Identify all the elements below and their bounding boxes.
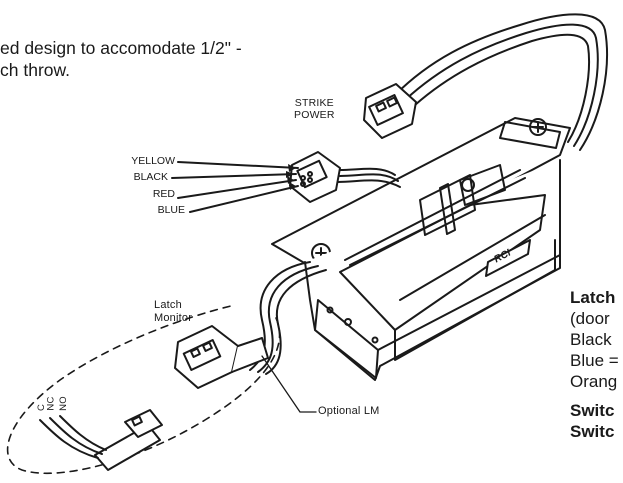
- optional-lm-outline: [6, 304, 281, 475]
- wire-red: [177, 179, 297, 199]
- switch-line-1: Switc: [570, 401, 615, 420]
- optional-lm-label: Optional LM: [318, 405, 380, 417]
- latch-info-panel: Latch (door Black Blue = Orang Switc Swi…: [570, 287, 619, 442]
- wire-label-blue: BLUE: [157, 204, 185, 216]
- rci-logo: [485, 239, 531, 277]
- wire-yellow: [177, 161, 299, 169]
- latch-info-line-1: (door: [570, 309, 610, 328]
- strike-power-line-2: POWER: [294, 109, 335, 121]
- power-cable: [394, 13, 608, 151]
- wire-label-black: BLACK: [133, 171, 168, 183]
- latch-info-line-4: Orang: [570, 372, 618, 391]
- strike-power-label: STRIKE POWER: [294, 97, 335, 121]
- intro-line-2: ch throw.: [0, 60, 71, 80]
- pin-label-nc: NC: [45, 396, 57, 411]
- pin-label-no: NO: [57, 396, 69, 411]
- strike-power-connector: [289, 151, 341, 203]
- intro-line-1: ed design to accomodate 1/2" -: [0, 38, 242, 58]
- switch-line-2: Switc: [570, 422, 615, 441]
- latch-info-line-2: Black: [570, 330, 612, 349]
- lm-plug: [94, 409, 163, 471]
- strike-power-line-1: STRIKE: [294, 97, 334, 109]
- latch-info-heading: Latch: [570, 288, 616, 307]
- screw-top: [529, 118, 547, 136]
- latch-monitor-label: Latch Monitor: [154, 299, 192, 325]
- latch-info-line-3: Blue =: [570, 351, 619, 370]
- wire-blue: [189, 185, 299, 213]
- cable-connector: [363, 83, 417, 139]
- wire-label-yellow: YELLOW: [131, 155, 175, 167]
- latch-monitor-line-1: Latch: [154, 299, 182, 311]
- wire-black: [171, 173, 297, 179]
- latch-monitor-line-2: Monitor: [154, 312, 193, 324]
- latch-monitor-connector: [174, 325, 269, 389]
- intro-text: ed design to accomodate 1/2" - ch throw.: [0, 37, 242, 81]
- wire-label-red: RED: [152, 188, 175, 200]
